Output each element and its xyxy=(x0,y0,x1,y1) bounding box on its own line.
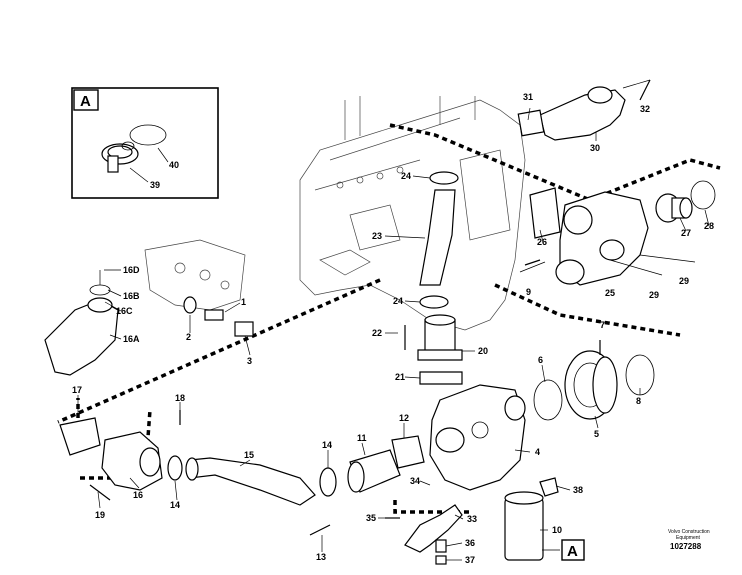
label-2: 2 xyxy=(186,332,191,342)
label-29-left: 29 xyxy=(649,290,659,300)
label-16b: 16B xyxy=(123,291,140,301)
publication-number: 1027288 xyxy=(670,542,702,551)
detail-a-inset: A xyxy=(71,87,219,199)
label-24-top: 24 xyxy=(401,171,411,181)
label-25: 25 xyxy=(605,288,615,298)
label-26: 26 xyxy=(537,237,547,247)
label-34: 34 xyxy=(410,476,420,486)
label-27: 27 xyxy=(681,228,691,238)
label-16c: 16C xyxy=(116,306,133,316)
label-7: 7 xyxy=(600,320,605,330)
callout-a: A xyxy=(542,539,585,561)
label-31: 31 xyxy=(523,92,533,102)
pump-housing-part-4 xyxy=(429,384,526,491)
housing-part-16a xyxy=(44,297,119,376)
label-37: 37 xyxy=(465,555,475,565)
thermostat-part-27 xyxy=(655,193,693,223)
label-3: 3 xyxy=(247,356,252,366)
label-21: 21 xyxy=(395,372,405,382)
seal-ring-28 xyxy=(690,180,716,210)
fitting-part-36 xyxy=(435,539,447,553)
housing-part-30 xyxy=(517,79,651,141)
label-17: 17 xyxy=(72,385,82,395)
label-11: 11 xyxy=(357,433,367,443)
ring-part-16b xyxy=(89,284,111,296)
housing-part-16 xyxy=(101,431,163,491)
label-39: 39 xyxy=(150,180,160,190)
label-14-right: 14 xyxy=(322,440,332,450)
fitting-part-37 xyxy=(435,555,447,565)
pipe-part-33 xyxy=(404,504,463,553)
label-22: 22 xyxy=(372,328,382,338)
ring-part-14-left xyxy=(167,455,183,481)
label-18: 18 xyxy=(175,393,185,403)
seal-ring-6 xyxy=(533,379,563,421)
leader-lines xyxy=(77,107,710,561)
pipe-part-11 xyxy=(347,449,401,493)
housing-part-25 xyxy=(519,187,696,286)
ring-part-14-right xyxy=(319,467,337,497)
pipe-part-23 xyxy=(419,171,459,309)
detail-a-letter: A xyxy=(80,93,91,110)
label-13: 13 xyxy=(316,552,326,562)
label-19: 19 xyxy=(95,510,105,520)
label-29-right: 29 xyxy=(679,276,689,286)
publisher-block: Volvo Construction Equipment 1027288 xyxy=(668,529,710,551)
label-24-bottom: 24 xyxy=(393,296,403,306)
label-20: 20 xyxy=(478,346,488,356)
outlet-part-20 xyxy=(417,314,463,361)
flange-part-12 xyxy=(391,435,425,469)
fitting-part-38 xyxy=(539,477,559,497)
label-32: 32 xyxy=(640,104,650,114)
label-8: 8 xyxy=(636,396,641,406)
label-16a: 16A xyxy=(123,334,140,344)
callout-a-letter: A xyxy=(567,543,578,560)
label-30: 30 xyxy=(590,143,600,153)
label-40: 40 xyxy=(169,160,179,170)
gasket-part-21 xyxy=(419,371,463,385)
label-38: 38 xyxy=(573,485,583,495)
filter-part-10 xyxy=(504,491,544,561)
label-33: 33 xyxy=(467,514,477,524)
label-15: 15 xyxy=(244,450,254,460)
label-12: 12 xyxy=(399,413,409,423)
engine-block xyxy=(299,96,526,331)
label-10: 10 xyxy=(552,525,562,535)
label-16: 16 xyxy=(133,490,143,500)
label-4: 4 xyxy=(535,447,540,457)
label-14-left: 14 xyxy=(170,500,180,510)
hose-part-15 xyxy=(185,457,316,506)
label-9: 9 xyxy=(526,287,531,297)
thermostat-part-39 xyxy=(101,141,139,173)
label-23: 23 xyxy=(372,231,382,241)
label-28: 28 xyxy=(704,221,714,231)
label-36: 36 xyxy=(465,538,475,548)
pump-impeller-part-5 xyxy=(564,350,618,420)
seal-ring-40 xyxy=(129,124,167,146)
engine-fragment-left xyxy=(144,239,246,311)
label-5: 5 xyxy=(594,429,599,439)
gasket-part-17 xyxy=(59,417,101,456)
label-35: 35 xyxy=(366,513,376,523)
label-1: 1 xyxy=(241,297,246,307)
bolts xyxy=(89,79,651,536)
fitting-parts-1-3 xyxy=(183,296,254,337)
label-6: 6 xyxy=(538,355,543,365)
part-number-labels: 1 2 3 4 5 6 7 8 9 10 11 12 13 14 14 15 1… xyxy=(72,92,714,565)
publisher-line1: Volvo Construction xyxy=(668,529,710,535)
label-16d: 16D xyxy=(123,265,140,275)
publisher-line2: Equipment xyxy=(676,535,701,541)
